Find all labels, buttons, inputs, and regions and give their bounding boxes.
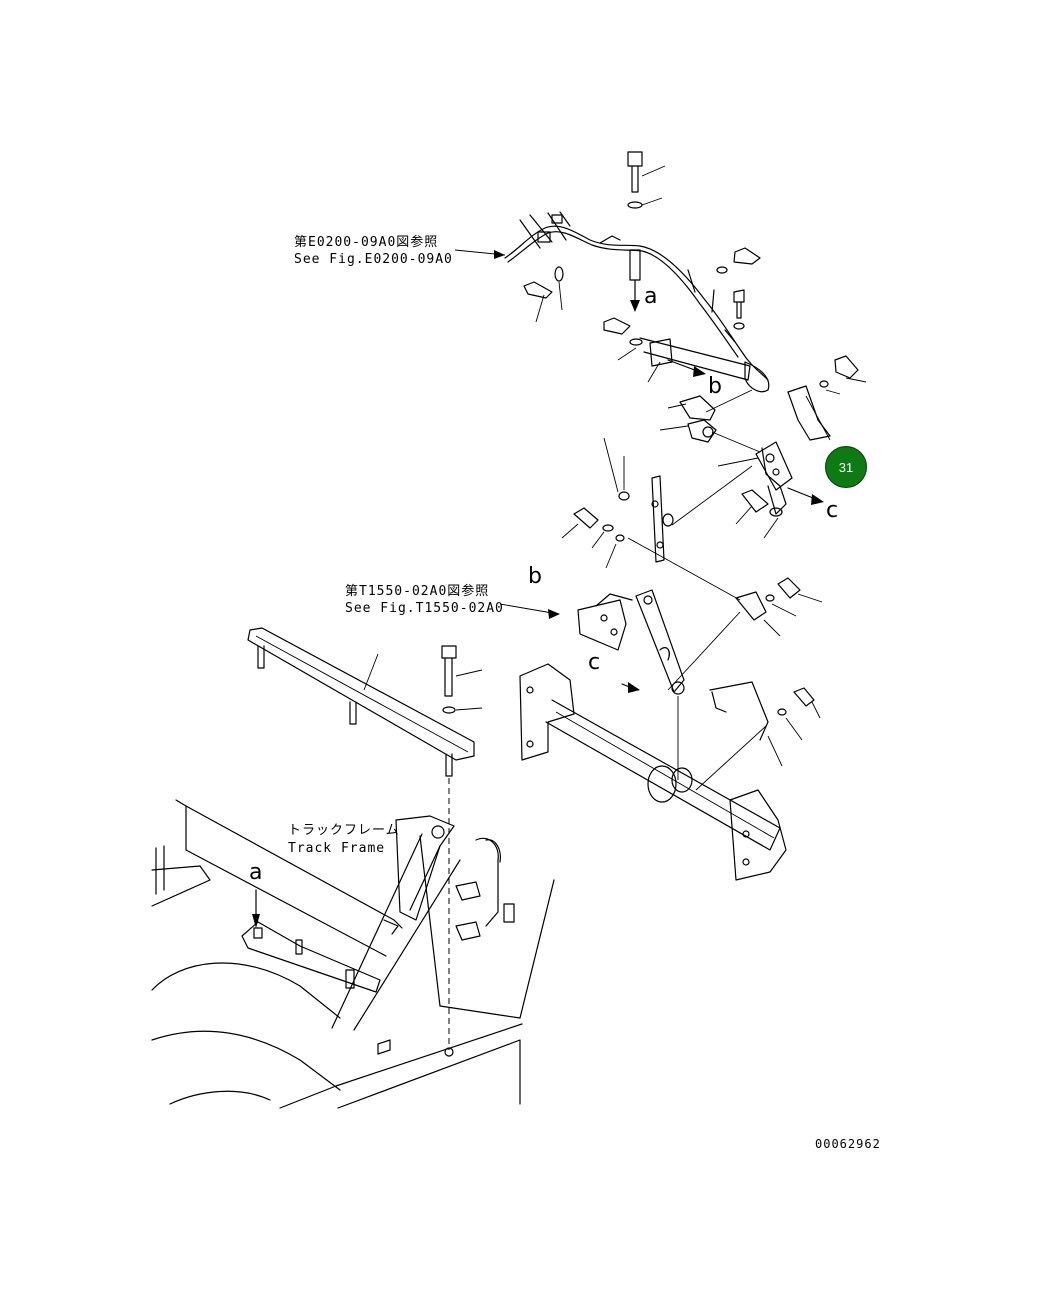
reference-arrows bbox=[454, 249, 560, 619]
connector-label-b-upper: b bbox=[708, 374, 722, 399]
lower-bracket-and-rod bbox=[577, 577, 823, 695]
connector-label-c-upper: c bbox=[826, 498, 839, 523]
reference-label-en-1: See Fig.E0200-09A0 bbox=[294, 252, 453, 267]
track-frame bbox=[151, 799, 555, 1109]
reference-label-en-2: See Fig.T1550-02A0 bbox=[345, 601, 504, 616]
callout-badge[interactable]: 31 bbox=[825, 446, 867, 488]
connector-label-a-lower: a bbox=[249, 860, 263, 885]
reference-label-jp-1: 第E0200-09A0図参照 bbox=[294, 235, 439, 250]
drawing-number: 00062962 bbox=[815, 1137, 881, 1151]
reference-label-jp-2: 第T1550-02A0図参照 bbox=[345, 584, 490, 599]
upper-fasteners bbox=[523, 151, 761, 383]
track-frame-label-en: Track Frame bbox=[288, 841, 386, 856]
linkage-bar bbox=[561, 437, 783, 601]
connector-label-c-lower: c bbox=[588, 650, 601, 675]
track-frame-label-jp: トラックフレーム bbox=[288, 823, 400, 838]
mounting-beam bbox=[247, 627, 483, 1050]
callout-number: 31 bbox=[838, 459, 854, 475]
connector-label-a-upper: a bbox=[644, 284, 658, 309]
switch-bracket-assembly bbox=[659, 355, 867, 515]
connector-label-b-lower: b bbox=[528, 564, 542, 589]
cross-shaft bbox=[519, 663, 821, 881]
wiring-harness bbox=[504, 211, 770, 393]
